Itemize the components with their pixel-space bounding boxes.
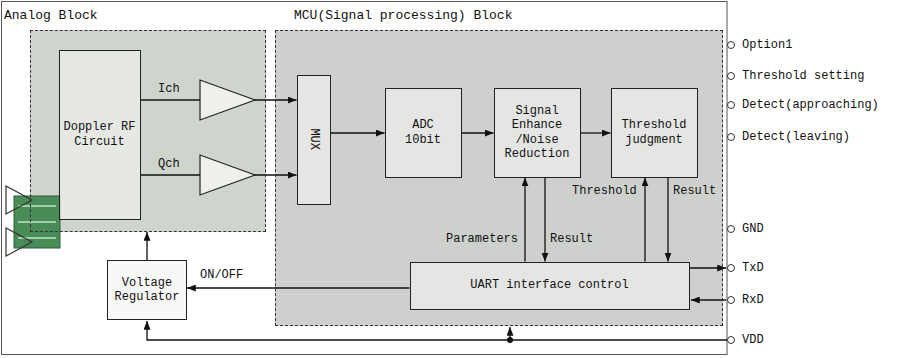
box-label: Signal Enhance /Noise Reduction [499, 104, 576, 162]
box-label: Doppler RF Circuit [64, 120, 136, 149]
amplifier-symbol [200, 155, 255, 195]
mux-box: MUX [297, 75, 331, 205]
pin-label: TxD [742, 261, 764, 275]
box-label: MUX [306, 129, 320, 151]
block-group: Doppler RF CircuitAnalog Block [30, 30, 266, 232]
pin-terminal [728, 73, 735, 80]
pin-label: Detect(leaving) [742, 130, 850, 144]
signal-arrow [146, 232, 147, 260]
pin-label: Threshold setting [742, 69, 864, 83]
pin-terminal [728, 226, 735, 233]
pin-label: GND [742, 222, 764, 236]
process-box: UART interface control [410, 262, 690, 310]
signal-arrow [667, 178, 668, 262]
pin-label: VDD [742, 333, 764, 347]
amplifier-symbol [200, 80, 255, 120]
signal-arrow [524, 178, 525, 262]
pin-terminal [728, 337, 735, 344]
process-box: Signal Enhance /Noise Reduction [494, 88, 581, 178]
antenna-trace [18, 205, 56, 207]
signal-arrow [644, 178, 645, 262]
box-label: ADC 10bit [398, 118, 448, 147]
process-box: Threshold judgment [611, 88, 698, 178]
pin-label: Option1 [742, 38, 792, 52]
signal-arrow [544, 178, 545, 262]
box-label: UART interface control [470, 278, 628, 292]
antenna-symbol [6, 228, 32, 256]
antenna-symbol [6, 186, 32, 214]
pin-terminal [728, 102, 735, 109]
rxd-wire [691, 299, 726, 300]
mcu-board-photo [275, 30, 723, 326]
process-box: Voltage Regulator [107, 260, 187, 320]
signal-arrow [462, 132, 494, 133]
block-group: MUX ADC 10bit Signal Enhance /Noise Reduct… [275, 30, 723, 326]
process-box: ADC 10bit [385, 88, 462, 178]
vdd-wire [147, 321, 727, 340]
process-box: Doppler RF Circuit [59, 50, 141, 220]
junction-dot [507, 337, 513, 343]
signal-label: Threshold [572, 184, 637, 198]
signal-label: Qch [158, 157, 180, 171]
antenna-trace [18, 221, 56, 223]
module-outline [2, 2, 728, 355]
signal-label: Result [550, 232, 593, 246]
signal-label: Ich [158, 82, 180, 96]
box-label: Threshold judgment [616, 118, 693, 147]
signal-arrow [331, 132, 385, 133]
signal-label: Result [673, 184, 716, 198]
signal-label: ON/OFF [200, 268, 243, 282]
signal-arrow [581, 132, 611, 133]
analog-board-photo [30, 30, 266, 232]
signal-arrow [187, 287, 410, 288]
pin-terminal [728, 42, 735, 49]
pin-label: RxD [742, 293, 764, 307]
pin-label: Detect(approaching) [742, 98, 879, 112]
pin-terminal [728, 297, 735, 304]
signal-label: Parameters [446, 232, 518, 246]
antenna-chip [14, 196, 60, 248]
block-title: Analog Block [4, 8, 98, 24]
pin-terminal [728, 134, 735, 141]
block-title: MCU(Signal processing) Block [294, 8, 512, 24]
pin-terminal [728, 265, 735, 272]
box-label: Voltage Regulator [112, 276, 182, 305]
txd-wire [690, 267, 726, 268]
